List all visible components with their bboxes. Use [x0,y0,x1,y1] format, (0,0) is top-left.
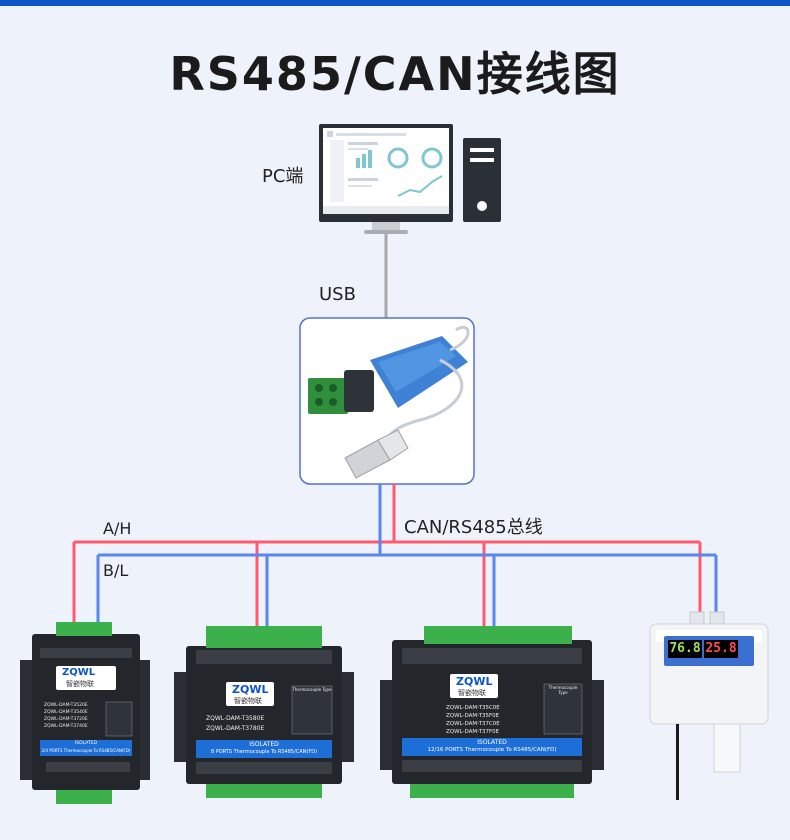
device-1-model: ZQWL-DAM-T3720E [44,717,88,722]
device-2-desc: 8 PORTS Thermocouple To RS485/CAN(FD) [210,749,318,755]
device-1-desc: 2/4 PORTS Thermocouple To RS485/CAN(FD) [41,748,131,753]
top-accent-bar [0,0,790,6]
line-b-label: B/L [103,561,129,580]
usb-label: USB [319,284,356,305]
device-3-model: ZQWL-DAM-T35C0E [446,705,500,711]
device-3-model: ZQWL-DAM-T37C0E [446,721,500,727]
device-3-brand-cn: 智嵌物联 [458,689,486,697]
sensor-humidity-readout: 76.8 [669,641,701,656]
device-1 [20,622,150,804]
device-2-models: ZQWL-DAM-T3580E ZQWL-DAM-T3780E [206,714,296,734]
device-1-brand: ZQWL [62,667,96,678]
temperature-humidity-sensor [649,611,769,800]
pc-label: PC端 [262,166,304,187]
device-3-model: ZQWL-DAM-T37F0E [446,729,500,735]
device-2-brand-cn: 智嵌物联 [234,697,262,705]
bus-label: CAN/RS485总线 [404,517,543,538]
page-title: RS485/CAN接线图 [169,47,621,101]
device-2-brand: ZQWL [232,683,269,696]
device-3-brand: ZQWL [456,675,493,688]
device-1-model: ZQWL-DAM-T3740E [44,724,88,729]
pc-monitor-icon [319,124,453,234]
device-2-model: ZQWL-DAM-T3780E [206,725,265,732]
device-3-isolated: ISOLATED [477,739,507,746]
device-1-model: ZQWL-DAM-T3540E [44,710,88,715]
device-3 [380,626,604,798]
device-3-models: ZQWL-DAM-T35C0E ZQWL-DAM-T35F0E ZQWL-DAM… [446,704,542,736]
sensor-temperature-readout: 25.8 [705,641,737,656]
device-1-models: ZQWL-DAM-T3520E ZQWL-DAM-T3540E ZQWL-DAM… [44,702,104,730]
device-1-brand-cn: 智嵌物联 [66,680,94,688]
device-2-model: ZQWL-DAM-T3580E [206,715,265,722]
usb-converter [299,317,475,485]
device-1-isolated: ISOLATED [74,741,98,746]
bus-wiring [72,484,718,634]
device-1-model: ZQWL-DAM-T3520E [44,703,88,708]
device-2 [174,626,354,798]
device-3-tc-title: Thermocouple Type [548,685,578,695]
device-2-isolated: ISOLATED [249,741,279,748]
pc-tower-icon [463,138,501,222]
device-3-desc: 12/16 PORTS Thermocouple To RS485/CAN(FD… [427,747,557,753]
device-3-model: ZQWL-DAM-T35F0E [446,713,500,719]
line-a-label: A/H [103,519,132,538]
device-2-tc-title: Thermocouple Type [292,687,332,692]
